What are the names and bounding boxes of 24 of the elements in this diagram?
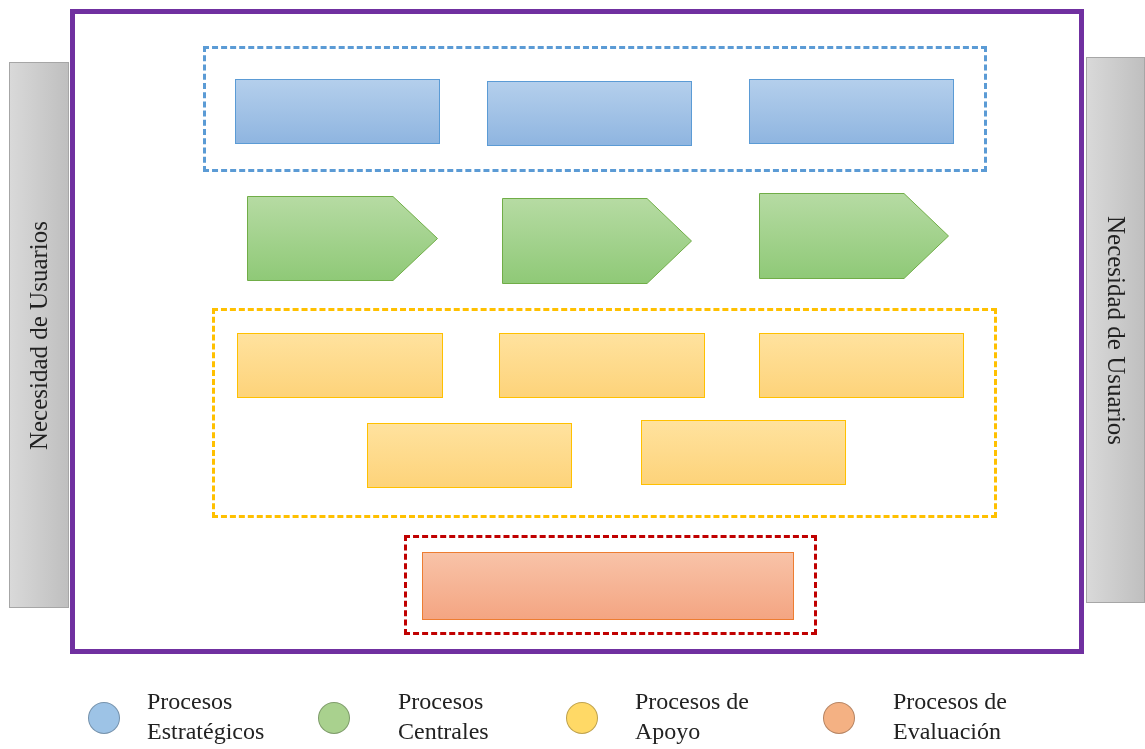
process-box [499, 333, 705, 398]
process-box [237, 333, 443, 398]
legend-label: Procesos Centrales [398, 687, 490, 746]
process-arrow [759, 193, 949, 279]
legend-label: Procesos de Apoyo [635, 687, 750, 746]
process-box [487, 81, 692, 146]
dashed-group [212, 308, 997, 518]
side-panel [1086, 57, 1145, 603]
process-box [749, 79, 954, 144]
dashed-group [404, 535, 817, 635]
process-arrow [502, 198, 692, 284]
side-label: Necesidad de Usuarios [25, 220, 53, 450]
legend-label: Procesos de Evaluación [893, 687, 1008, 746]
frame-border [70, 9, 1084, 654]
process-box [235, 79, 440, 144]
side-label: Necesidad de Usuarios [1101, 215, 1130, 445]
process-box [422, 552, 794, 620]
process-box [641, 420, 846, 485]
dashed-group [203, 46, 987, 172]
side-panel [9, 62, 69, 608]
process-box [367, 423, 572, 488]
process-box [759, 333, 964, 398]
legend-label: Procesos Estratégicos [147, 687, 266, 746]
process-arrow [247, 196, 438, 281]
